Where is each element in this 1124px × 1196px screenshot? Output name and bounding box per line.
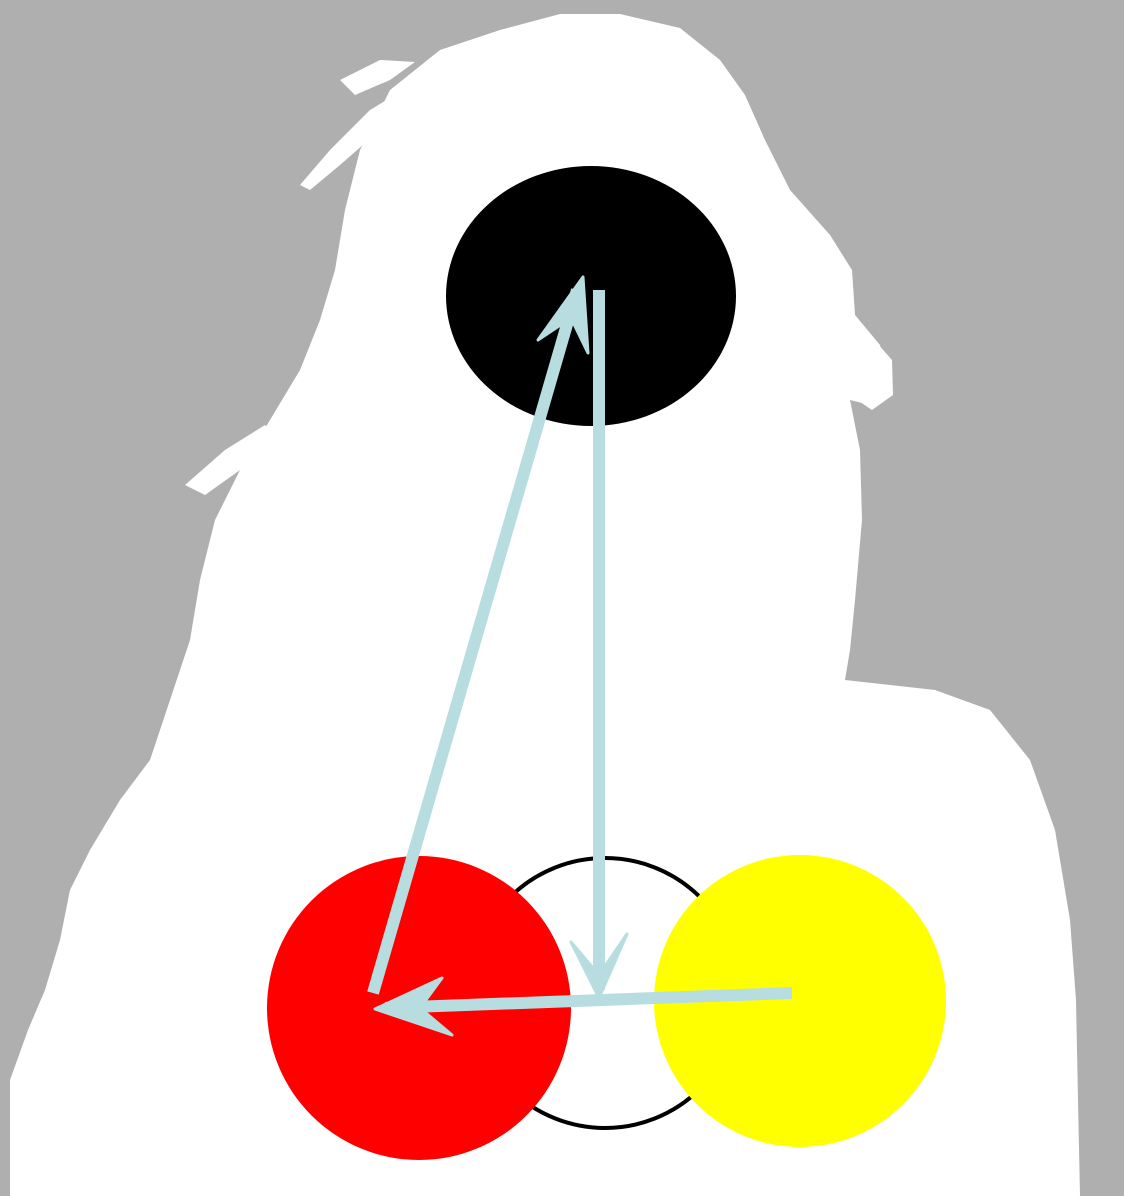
black-circle <box>446 166 736 426</box>
